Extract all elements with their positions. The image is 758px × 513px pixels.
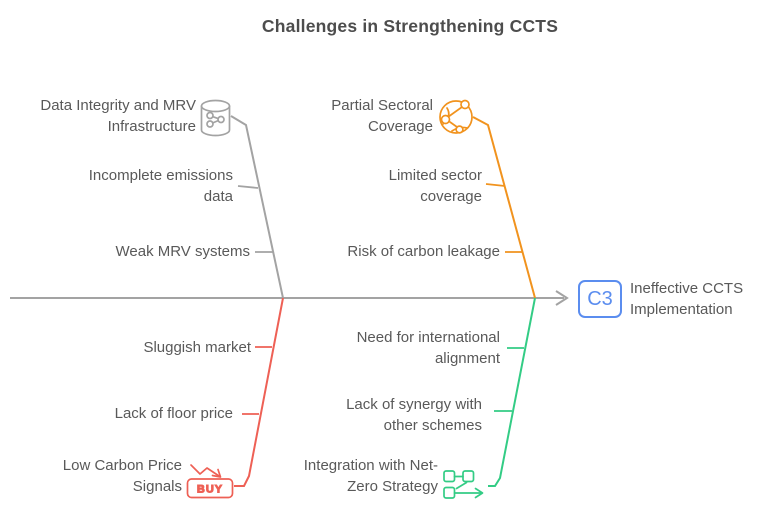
branch-bottom-left: BUY [186,297,284,499]
price-decline-buy-icon: BUY [186,464,234,499]
effect-code: C3 [587,287,613,310]
cause-label: Risk of carbon leakage [347,243,500,260]
branch-line-top-right [472,116,536,299]
cause-label: Incomplete emissions data [88,167,233,205]
spine-arrowhead-icon [555,290,569,306]
cause-label: Lack of synergy with other schemes [346,396,482,434]
branch-label-carbon-price: Low Carbon Price Signals [62,457,182,495]
branch-label-data-integrity: Data Integrity and MRV Infrastructure [40,97,196,135]
cause-label: Limited sector coverage [388,167,482,205]
cause-tick [237,185,259,189]
buy-label: BUY [197,484,223,496]
branch-label-net-zero: Integration with Net-Zero Strategy [303,457,438,495]
cause-label: Weak MRV systems [115,243,250,260]
cause-label: Need for international alignment [356,329,500,367]
effect-label: Ineffective CCTS Implementation [630,280,744,318]
branch-line-bottom-left [234,297,284,487]
database-share-icon [200,99,231,137]
cause-label: Sluggish market [143,339,251,356]
branch-top-right [439,99,536,299]
branch-line-top-left [230,115,284,299]
branch-line-bottom-right [488,297,536,487]
effect-code-box: C3 [578,280,622,318]
cause-label: Lack of floor price [114,405,233,422]
branch-bottom-right [443,297,536,499]
branch-top-left [200,99,284,299]
cause-tick [485,183,506,187]
globe-network-icon [439,99,473,134]
diagram-title: Challenges in Strengthening CCTS [261,16,559,36]
workflow-icon [443,470,484,499]
branch-label-sectoral-coverage: Partial Sectoral Coverage [331,97,433,135]
